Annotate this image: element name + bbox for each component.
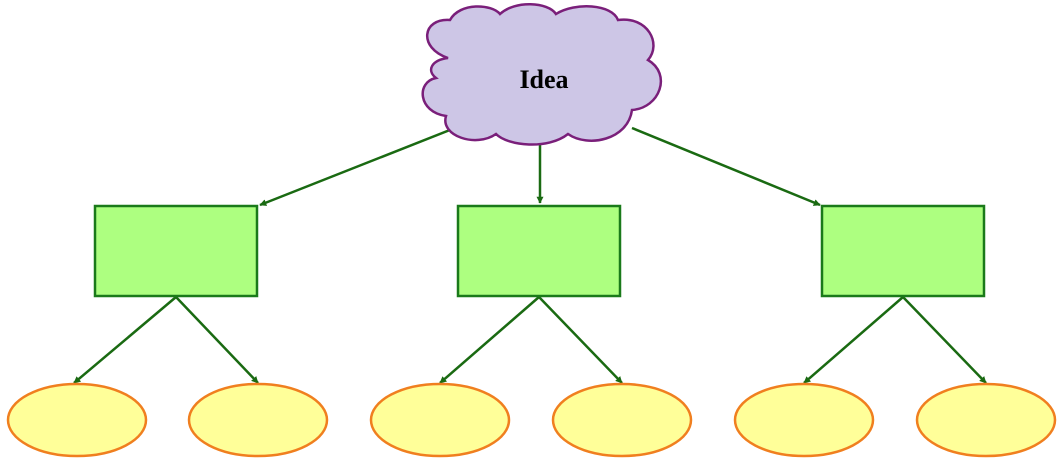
edge-arrow xyxy=(902,296,987,384)
leaf-ellipse[interactable] xyxy=(369,382,511,458)
edge-arrow xyxy=(259,126,456,207)
box-node[interactable] xyxy=(93,204,259,298)
root-cloud-node[interactable]: Idea xyxy=(421,3,663,146)
edge-arrow xyxy=(631,126,821,207)
root-label: Idea xyxy=(519,65,568,94)
edge-arrow xyxy=(803,296,904,384)
box-nodes xyxy=(93,204,986,298)
edge-arrow xyxy=(73,296,177,384)
edge-arrow xyxy=(175,296,259,384)
cloud-shape xyxy=(421,3,663,146)
edges-layer xyxy=(73,126,987,384)
leaf-ellipse[interactable] xyxy=(915,382,1057,458)
leaf-ellipse[interactable] xyxy=(187,382,329,458)
edge-arrow xyxy=(538,296,623,384)
leaf-nodes xyxy=(6,382,1057,458)
box-node[interactable] xyxy=(820,204,986,298)
box-node[interactable] xyxy=(456,204,622,298)
leaf-ellipse[interactable] xyxy=(551,382,693,458)
edge-arrow xyxy=(439,296,540,384)
leaf-ellipse[interactable] xyxy=(6,382,148,458)
leaf-ellipse[interactable] xyxy=(733,382,875,458)
